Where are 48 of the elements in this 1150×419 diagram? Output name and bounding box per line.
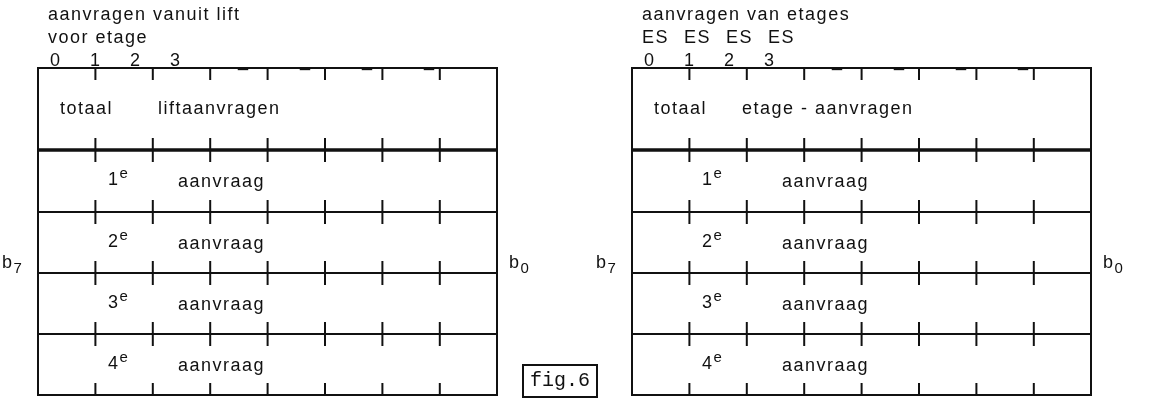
- signal-name: ES: [768, 27, 795, 47]
- bit-number: 3: [170, 50, 182, 70]
- request-label: aanvraag: [782, 232, 870, 253]
- column-header: etage - aanvragen: [742, 98, 914, 118]
- request-label: aanvraag: [178, 232, 266, 253]
- bit-number: _: [1018, 50, 1030, 70]
- column-header: totaal: [654, 98, 708, 118]
- column-header: totaal: [60, 98, 114, 118]
- table-title: aanvragen vanuit lift: [48, 4, 241, 24]
- bit-number: 2: [724, 50, 736, 70]
- bit-label: b$_{7}$: [2, 252, 24, 278]
- bit-label: b$_{0}$: [1103, 252, 1125, 278]
- bit-label: b$_{0}$: [509, 252, 531, 278]
- bit-number: 1: [90, 50, 102, 70]
- signal-name: ES: [684, 27, 711, 47]
- signal-name: ES: [642, 27, 669, 47]
- bit-number: _: [424, 50, 436, 70]
- ordinal-number: 2$^{e}$: [108, 224, 130, 251]
- bit-number: _: [238, 50, 250, 70]
- ordinal-number: 3$^{e}$: [108, 285, 130, 312]
- ordinal-number: 4$^{e}$: [702, 346, 724, 373]
- bit-number: 0: [50, 50, 62, 70]
- bit-number: _: [894, 50, 906, 70]
- ordinal-number: 4$^{e}$: [108, 346, 130, 373]
- ordinal-number: 2$^{e}$: [702, 224, 724, 251]
- bit-number: 2: [130, 50, 142, 70]
- bit-number: _: [300, 50, 312, 70]
- request-label: aanvraag: [782, 293, 870, 314]
- bit-number: 3: [764, 50, 776, 70]
- request-label: aanvraag: [782, 354, 870, 375]
- bit-number: _: [832, 50, 844, 70]
- bit-number: _: [956, 50, 968, 70]
- table-title: aanvragen van etages: [642, 4, 851, 24]
- bit-label: b$_{7}$: [596, 252, 618, 278]
- table-title: voor etage: [48, 27, 149, 47]
- ordinal-number: 1$^{e}$: [108, 163, 130, 189]
- ordinal-number: 3$^{e}$: [702, 285, 724, 312]
- request-label: aanvraag: [178, 293, 266, 314]
- signal-name: ES: [726, 27, 753, 47]
- bit-number: 1: [684, 50, 696, 70]
- request-label: aanvraag: [178, 171, 266, 191]
- figure-label: fig.6: [522, 364, 598, 398]
- request-label: aanvraag: [782, 171, 870, 191]
- bit-number: _: [362, 50, 374, 70]
- bit-number: 0: [644, 50, 656, 70]
- column-header: liftaanvragen: [158, 98, 281, 118]
- ordinal-number: 1$^{e}$: [702, 163, 724, 189]
- request-label: aanvraag: [178, 354, 266, 375]
